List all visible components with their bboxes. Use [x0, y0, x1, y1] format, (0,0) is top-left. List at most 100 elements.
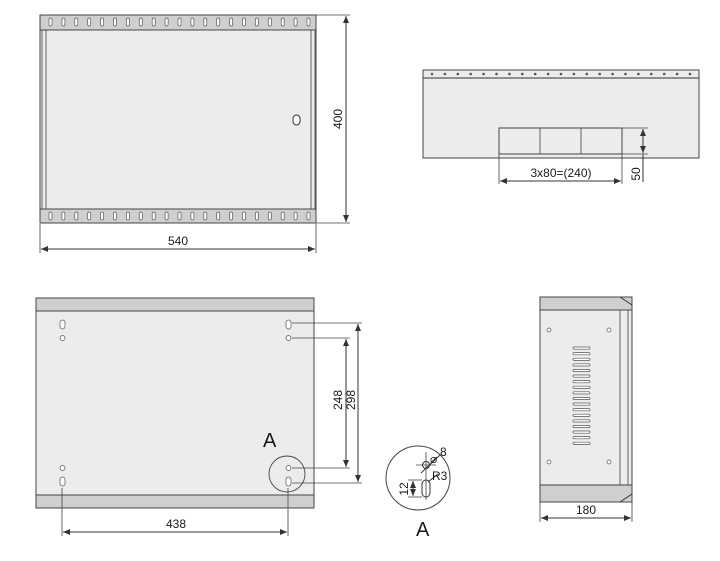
dim-outer-spacing: 298: [344, 390, 358, 410]
dim-hole-diameter-symbol: ⌀: [430, 452, 437, 466]
vent-slot: [572, 380, 591, 384]
dim-slot-length: 12: [397, 482, 411, 496]
rail-slot: [151, 211, 156, 221]
rail-slot: [151, 17, 156, 27]
detail-marker-label: A: [263, 430, 277, 452]
dim-front-width: 540: [168, 234, 188, 248]
side-holes: [546, 327, 612, 465]
rail-slot: [138, 211, 143, 221]
top-view-holes: [430, 72, 692, 76]
rail-slot: [267, 17, 272, 27]
rail-slot: [138, 17, 143, 27]
mounting-holes: [59, 319, 306, 493]
vent-slot: [572, 397, 591, 400]
detail-callout-label: A: [416, 519, 430, 541]
door-lock-icon: [292, 114, 301, 126]
detail-a-circle: [268, 455, 306, 493]
rail-slot: [255, 17, 259, 27]
rail-slot: [267, 211, 272, 221]
vent-slot: [572, 436, 591, 440]
rail-slot: [74, 211, 79, 221]
vent-hole: [637, 72, 640, 76]
rail-slot: [190, 211, 195, 221]
rail-slot: [190, 17, 195, 27]
dim-front-height: 400: [331, 109, 345, 129]
vent-hole: [430, 72, 434, 76]
vent-hole: [495, 72, 498, 76]
detail-a-view: ⌀ 8 R3 12 A: [385, 445, 451, 541]
rail-slot: [280, 17, 285, 27]
vent-slot: [572, 402, 591, 406]
vent-slot: [572, 357, 591, 361]
vent-slot: [572, 413, 591, 417]
vent-hole: [559, 72, 563, 76]
dim-hole-spacing: 438: [166, 517, 186, 531]
rail-slot: [242, 17, 246, 27]
back-top-rail: [35, 297, 315, 312]
vent-hole: [624, 72, 627, 76]
vent-hole: [688, 72, 692, 76]
rail-slot: [306, 17, 311, 27]
vent-slot: [572, 419, 591, 423]
vent-hole: [546, 72, 550, 76]
top-view: 3x80=(240) 50: [422, 69, 700, 184]
vent-hole: [469, 72, 473, 76]
vent-hole: [443, 72, 447, 76]
side-vents: [572, 346, 591, 445]
vent-hole: [572, 72, 576, 76]
rail-slot: [126, 211, 130, 221]
front-top-slots: [48, 17, 311, 27]
rail-slot: [164, 211, 169, 221]
vent-slot: [572, 441, 591, 445]
rail-slot: [216, 17, 221, 27]
rail-slot: [293, 17, 298, 27]
dim-inner-spacing: 248: [331, 390, 345, 410]
rail-slot: [216, 211, 221, 221]
vent-slot: [572, 408, 591, 412]
dim-hole-diameter: 8: [440, 445, 447, 459]
dim-depth: 180: [576, 503, 596, 517]
vent-hole: [521, 72, 524, 76]
rail-slot: [113, 211, 117, 221]
rail-slot: [242, 211, 246, 221]
rail-slot: [61, 17, 66, 27]
vent-hole: [456, 72, 460, 76]
rail-slot: [100, 17, 104, 27]
vent-slot: [572, 363, 591, 367]
rail-slot: [306, 211, 311, 221]
vent-hole: [598, 72, 601, 76]
rail-slot: [177, 211, 182, 221]
cable-cutouts: [498, 127, 623, 155]
vent-slot: [572, 369, 591, 372]
rail-slot: [293, 211, 298, 221]
rail-slot: [164, 17, 169, 27]
vent-slot: [572, 430, 591, 434]
vent-hole: [533, 72, 537, 76]
rail-slot: [229, 211, 233, 221]
rail-slot: [87, 17, 92, 27]
rail-slot: [203, 17, 208, 27]
vent-slot: [572, 352, 591, 356]
side-view: 180: [539, 296, 633, 522]
vent-hole: [662, 72, 666, 76]
dim-slot-radius: R3: [432, 469, 448, 483]
vent-slot: [572, 346, 591, 350]
dim-cutout-height: 50: [629, 167, 643, 181]
back-bottom-rail: [35, 494, 315, 509]
rail-slot: [203, 211, 208, 221]
front-view: 540 400: [39, 14, 350, 253]
rail-slot: [280, 211, 285, 221]
rail-slot: [255, 211, 259, 221]
vent-hole: [585, 72, 589, 76]
rail-slot: [48, 17, 53, 27]
back-view: A 438 248 298: [35, 297, 362, 536]
vent-hole: [650, 72, 653, 76]
vent-hole: [675, 72, 679, 76]
rail-slot: [87, 211, 92, 221]
rail-slot: [229, 17, 233, 27]
rail-slot: [113, 17, 117, 27]
rail-slot: [177, 17, 182, 27]
vent-slot: [572, 385, 591, 389]
vent-hole: [611, 72, 614, 76]
